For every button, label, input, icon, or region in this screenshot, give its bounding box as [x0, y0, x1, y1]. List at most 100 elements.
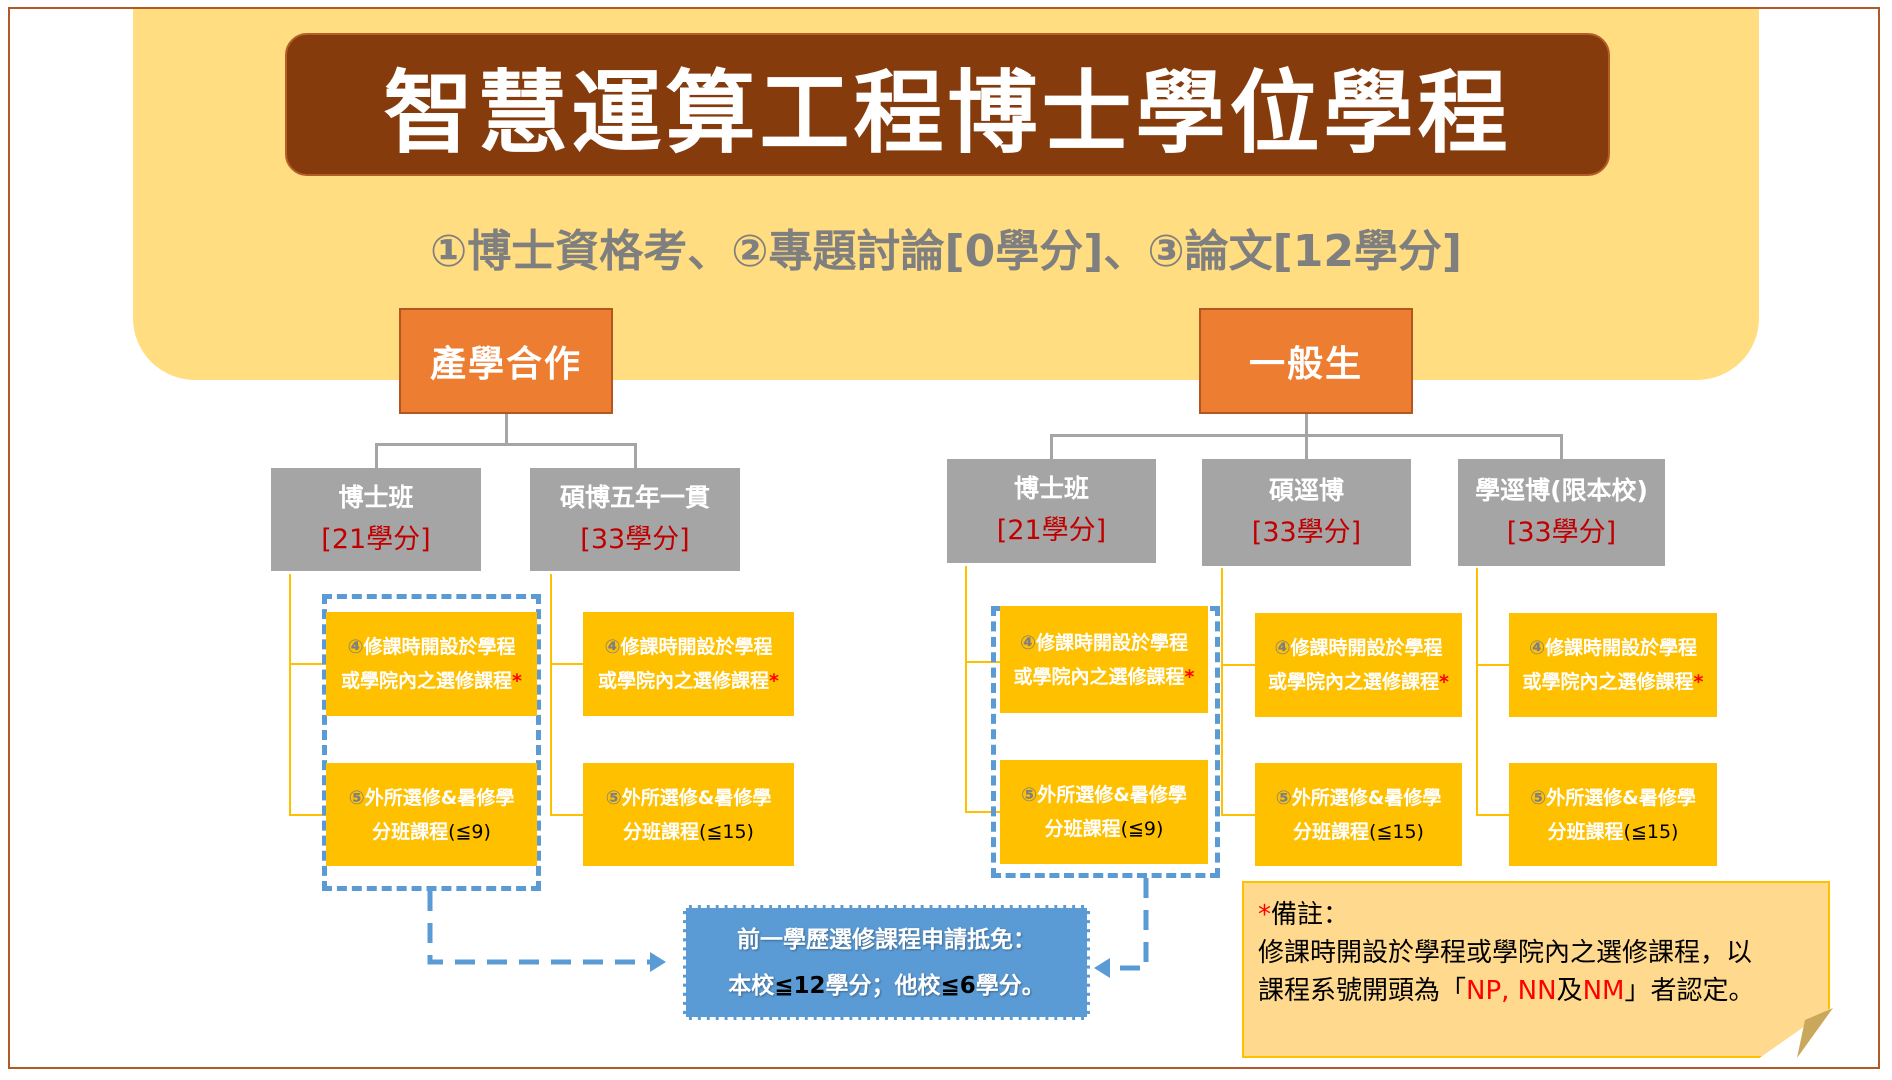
program-bs-direct-phd: 學逕博(限本校) [33學分] [1458, 459, 1665, 566]
course-code-prefix: NM [1582, 976, 1625, 1006]
connector-line [505, 414, 508, 444]
waiver-text: 學分；他校 [825, 972, 941, 999]
program-credits: [21學分] [321, 523, 431, 555]
connector-line [1560, 434, 1563, 459]
circled-number: ⑤ [1530, 786, 1547, 809]
asterisk-icon: * [512, 670, 522, 692]
program-five-year-ms-phd: 碩博五年一貫 [33學分] [530, 468, 740, 571]
requirement-1-number: ① [429, 226, 468, 277]
circled-number: ⑤ [605, 786, 622, 809]
track-industry-academia: 產學合作 [399, 308, 613, 414]
branch-line [550, 574, 552, 816]
waiver-other-school-limit: ≦6 [940, 972, 976, 999]
program-name: 博士班 [338, 482, 414, 512]
arrow-left-to-waiver [427, 891, 650, 965]
course-line1: 外所選修&暑修學 [1291, 786, 1442, 809]
note-text: *備註： 修課時開設於學程或學院內之選修課程，以 課程系號開頭為「NP, NN及… [1258, 896, 1818, 1010]
course-line1: 修課時開設於學程 [1036, 631, 1189, 654]
course-line2: 分班課程 [1044, 818, 1121, 840]
course-line1: 修課時開設於學程 [1545, 637, 1698, 659]
note-box [1242, 881, 1830, 1058]
requirement-1-text: 博士資格考 [467, 226, 688, 277]
circled-number: ⑤ [348, 786, 365, 809]
course-line2: 或學院內之選修課程 [1522, 671, 1694, 693]
asterisk-icon: * [769, 670, 779, 692]
branch-line [289, 814, 326, 816]
course-line1: 修課時開設於學程 [620, 636, 773, 658]
circled-number: ④ [1274, 637, 1291, 659]
branch-line [289, 574, 291, 816]
program-phd-general: 博士班 [21學分] [947, 459, 1156, 563]
course-line1: 外所選修&暑修學 [621, 786, 772, 809]
course-code-prefix: NP, NN [1466, 976, 1557, 1006]
program-name: 碩逕博 [1268, 475, 1344, 505]
course-line2: 或學院內之選修課程 [1013, 665, 1185, 688]
course-box-external-summer: ⑤外所選修&暑修學 分班課程(≦15) [583, 763, 794, 866]
course-line1: 修課時開設於學程 [1290, 637, 1443, 659]
program-ms-direct-phd: 碩逕博 [33學分] [1202, 459, 1411, 566]
course-line2: 或學院內之選修課程 [341, 670, 513, 692]
branch-line [1476, 664, 1509, 666]
course-box-external-summer: ⑤外所選修&暑修學 分班課程(≦15) [1509, 763, 1717, 866]
branch-line [965, 661, 1000, 663]
note-line2: 課程系號開頭為「NP, NN及NM」者認定。 [1258, 972, 1818, 1010]
note-text-part: 」者認定。 [1624, 976, 1755, 1006]
circled-number: ⑤ [1021, 784, 1038, 806]
course-box-external-summer: ⑤外所選修&暑修學 分班課程(≦15) [1255, 763, 1462, 866]
requirement-3-text: 論文[12學分] [1184, 226, 1463, 277]
note-text-part: 及 [1556, 976, 1583, 1006]
connector-line [375, 443, 378, 468]
circled-number: ④ [1019, 631, 1037, 654]
note-text-part: 課程系號開頭為「 [1258, 976, 1467, 1006]
waiver-eligible-group-industry [322, 594, 541, 891]
credit-limit: (≦15) [1623, 820, 1679, 843]
program-name: 博士班 [1013, 474, 1089, 503]
page-title: 智慧運算工程博士學位學程 [285, 33, 1610, 176]
branch-line [1476, 814, 1509, 816]
credit-limit: (≦15) [1369, 820, 1424, 843]
program-phd-industry: 博士班 [21學分] [271, 468, 481, 571]
program-credits: [21學分] [996, 515, 1107, 546]
course-line2: 分班課程 [623, 820, 700, 843]
connector-line [375, 443, 637, 446]
connector-line [1050, 434, 1563, 437]
waiver-own-school-limit: ≦12 [774, 972, 826, 999]
course-line1: 外所選修&暑修學 [364, 786, 515, 809]
branch-line [550, 814, 583, 816]
credit-waiver-box: 前一學歷選修課程申請抵免： 本校≦12學分；他校≦6學分。 [683, 905, 1090, 1020]
course-line1: 修課時開設於學程 [363, 636, 516, 658]
course-line2: 分班課程 [1293, 820, 1370, 843]
branch-line [550, 663, 583, 665]
course-line2: 分班課程 [372, 820, 449, 843]
waiver-line2: 本校≦12學分；他校≦6學分。 [728, 963, 1045, 1009]
branch-line [289, 663, 326, 665]
course-line1: 外所選修&暑修學 [1037, 784, 1187, 806]
connector-line [1050, 434, 1053, 459]
course-line2: 或學院內之選修課程 [1268, 671, 1440, 693]
requirement-2-number: ② [731, 226, 769, 277]
course-box-internal-electives: ④修課時開設於學程 或學院內之選修課程* [583, 612, 794, 716]
credit-limit: (≦9) [1120, 818, 1164, 840]
branch-line [965, 566, 967, 813]
branch-line [965, 811, 1000, 813]
course-box-external-summer: ⑤外所選修&暑修學 分班課程(≦9) [326, 763, 537, 866]
course-box-internal-electives: ④修課時開設於學程 或學院內之選修課程* [1255, 613, 1462, 717]
program-credits: [33學分] [1251, 516, 1362, 548]
arrow-right-to-waiver [1112, 878, 1149, 971]
branch-line [1221, 568, 1223, 815]
credit-limit: (≦9) [448, 820, 491, 843]
arrowhead-left-icon [1094, 958, 1110, 978]
course-box-internal-electives: ④修課時開設於學程 或學院內之選修課程* [1000, 606, 1208, 713]
course-line1: 外所選修&暑修學 [1546, 786, 1696, 809]
requirement-separator: 、 [687, 226, 732, 277]
waiver-line1: 前一學歷選修課程申請抵免： [737, 926, 1036, 953]
requirement-separator: 、 [1103, 226, 1148, 277]
program-credits: [33學分] [580, 523, 690, 555]
program-name: 學逕博(限本校) [1475, 475, 1648, 505]
asterisk-icon: * [1258, 900, 1271, 930]
program-name: 碩博五年一貫 [559, 482, 710, 512]
circled-number: ④ [1528, 637, 1546, 659]
note-line1: 修課時開設於學程或學院內之選修課程，以 [1258, 938, 1753, 968]
branch-line [1476, 568, 1478, 815]
circled-number: ④ [604, 636, 621, 658]
